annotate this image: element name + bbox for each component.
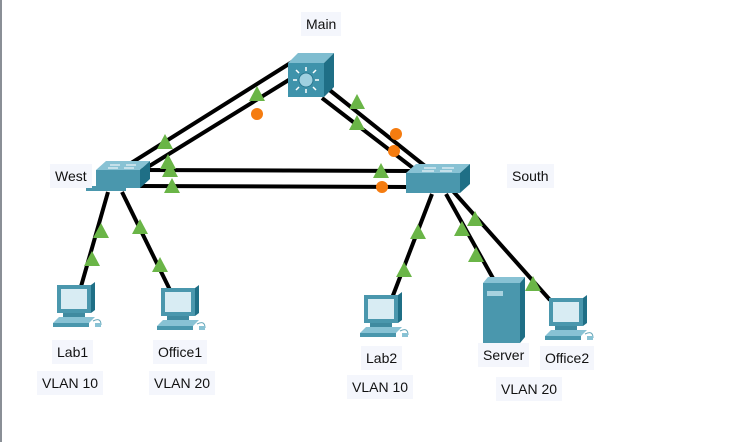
port-up-triangle-icon <box>373 163 389 178</box>
south-label: South <box>507 164 554 188</box>
links-layer <box>78 60 552 302</box>
port-markers-layer <box>84 86 541 291</box>
port-up-triangle-icon <box>525 276 541 291</box>
port-blocked-dot-icon <box>251 108 263 120</box>
port-up-triangle-icon <box>152 257 168 272</box>
port-up-triangle-icon <box>160 154 176 169</box>
link-west-main[interactable] <box>118 60 294 172</box>
port-up-triangle-icon <box>132 219 148 234</box>
port-up-triangle-icon <box>249 86 265 101</box>
port-up-triangle-icon <box>162 162 178 177</box>
canvas-border <box>0 0 2 442</box>
server-icon[interactable] <box>483 277 525 343</box>
lab1-label: Lab1 <box>52 340 94 364</box>
port-up-triangle-icon <box>410 224 426 239</box>
link-main-south[interactable] <box>320 96 428 180</box>
port-blocked-dot-icon <box>376 181 388 193</box>
port-up-triangle-icon <box>84 251 100 266</box>
main-label: Main <box>301 12 342 36</box>
link-west-main[interactable] <box>128 76 294 180</box>
port-up-triangle-icon <box>93 223 109 238</box>
port-up-triangle-icon <box>396 262 412 277</box>
office1-label: Office1 <box>153 340 208 364</box>
port-blocked-dot-icon <box>390 128 402 140</box>
lab2-label: Lab2 <box>361 346 403 370</box>
port-up-triangle-icon <box>164 178 180 193</box>
link-south-server[interactable] <box>444 193 496 281</box>
lab1-pc-icon[interactable] <box>53 282 102 327</box>
west-label: West <box>50 164 92 188</box>
port-up-triangle-icon <box>467 211 483 226</box>
office2-label: Office2 <box>540 346 595 370</box>
south-switch-icon[interactable] <box>406 164 470 193</box>
server-label: Server <box>478 343 530 367</box>
port-blocked-dot-icon <box>388 145 400 157</box>
lab1-vlan-label: VLAN 10 <box>37 371 104 395</box>
office1-pc-icon[interactable] <box>157 285 206 330</box>
port-up-triangle-icon <box>454 221 470 236</box>
link-south-lab2[interactable] <box>390 193 434 299</box>
port-up-triangle-icon <box>349 94 365 109</box>
link-west-lab1[interactable] <box>78 191 110 291</box>
port-up-triangle-icon <box>349 115 365 130</box>
office1-vlan-label: VLAN 20 <box>149 371 216 395</box>
link-main-south[interactable] <box>320 82 432 172</box>
link-west-south[interactable] <box>139 184 409 189</box>
west-switch-icon[interactable] <box>86 161 150 191</box>
port-up-triangle-icon <box>468 247 484 262</box>
link-west-office1[interactable] <box>120 191 172 291</box>
south-vlan20-label: VLAN 20 <box>496 377 563 401</box>
main-multilayer-switch-icon[interactable] <box>288 53 334 97</box>
link-west-south[interactable] <box>139 168 411 173</box>
port-up-triangle-icon <box>157 134 173 149</box>
office2-pc-icon[interactable] <box>545 295 594 340</box>
lab2-pc-icon[interactable] <box>360 292 409 337</box>
lab2-vlan-label: VLAN 10 <box>347 375 414 399</box>
